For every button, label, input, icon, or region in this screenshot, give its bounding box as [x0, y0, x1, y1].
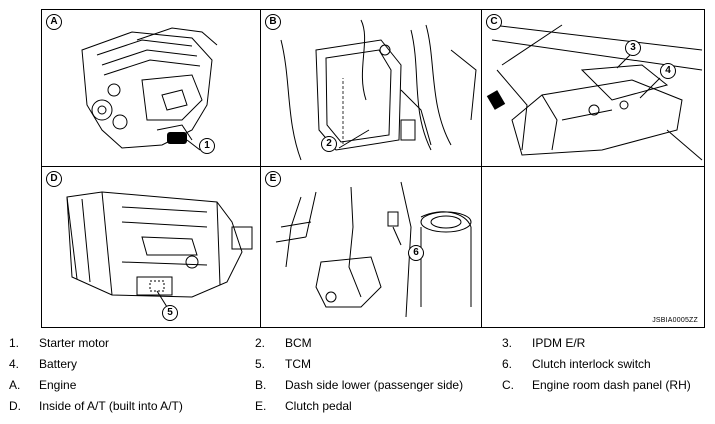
panel-inside-at: D 5: [42, 167, 261, 327]
callout-marker: 4: [660, 63, 676, 79]
legend-text: Battery: [39, 357, 78, 371]
starter-motor-shape: [167, 132, 187, 144]
panel-clutch-pedal: E 6: [261, 167, 482, 327]
legend-text: TCM: [285, 357, 311, 371]
legend-text: Clutch interlock switch: [532, 357, 651, 371]
legend-key: 3.: [502, 336, 513, 350]
legend-text: Dash side lower (passenger side): [285, 378, 464, 392]
panel-engine-room-dash: C 3 4: [482, 10, 704, 167]
clutch-pedal-illustration: [275, 181, 472, 318]
legend-key: E.: [255, 399, 267, 413]
panel-label: E: [265, 171, 281, 187]
component-location-figure: A 1 B 2: [41, 9, 705, 328]
bcm-illustration: [280, 19, 477, 161]
figure-id: JSBIA0005ZZ: [652, 317, 698, 324]
legend-key: D.: [9, 399, 21, 413]
legend-text: Clutch pedal: [285, 399, 352, 413]
legend-key: 4.: [9, 357, 20, 371]
legend-text: Inside of A/T (built into A/T): [39, 399, 183, 413]
legend-text: Engine: [39, 378, 77, 392]
callout-marker: 5: [162, 305, 178, 321]
panel-label: A: [46, 14, 62, 30]
panel-label: C: [486, 14, 502, 30]
panel-label: B: [265, 14, 281, 30]
legend-key: B.: [255, 378, 267, 392]
legend-key: 2.: [255, 336, 266, 350]
legend-key: 1.: [9, 336, 20, 350]
legend-key: C.: [502, 378, 514, 392]
legend-key: 5.: [255, 357, 266, 371]
panel-engine: A 1: [42, 10, 261, 167]
callout-marker: 6: [408, 245, 424, 261]
legend-text: BCM: [285, 336, 312, 350]
panel-empty: [482, 167, 704, 327]
ipdm-battery-illustration: [486, 24, 703, 161]
transmission-illustration: [66, 191, 253, 308]
callout-marker: 2: [321, 136, 337, 152]
legend-text: Engine room dash panel (RH): [532, 378, 691, 392]
callout-marker: 3: [625, 40, 641, 56]
panel-dash-side-lower: B 2: [261, 10, 482, 167]
legend-text: IPDM E/R: [532, 336, 586, 350]
legend-key: 6.: [502, 357, 513, 371]
panel-label: D: [46, 171, 62, 187]
callout-marker: 1: [199, 138, 215, 154]
legend-text: Starter motor: [39, 336, 110, 350]
legend: 1. Starter motor 2. BCM 3. IPDM E/R 4. B…: [0, 333, 715, 424]
engine-illustration: [81, 27, 218, 151]
legend-key: A.: [9, 378, 21, 392]
